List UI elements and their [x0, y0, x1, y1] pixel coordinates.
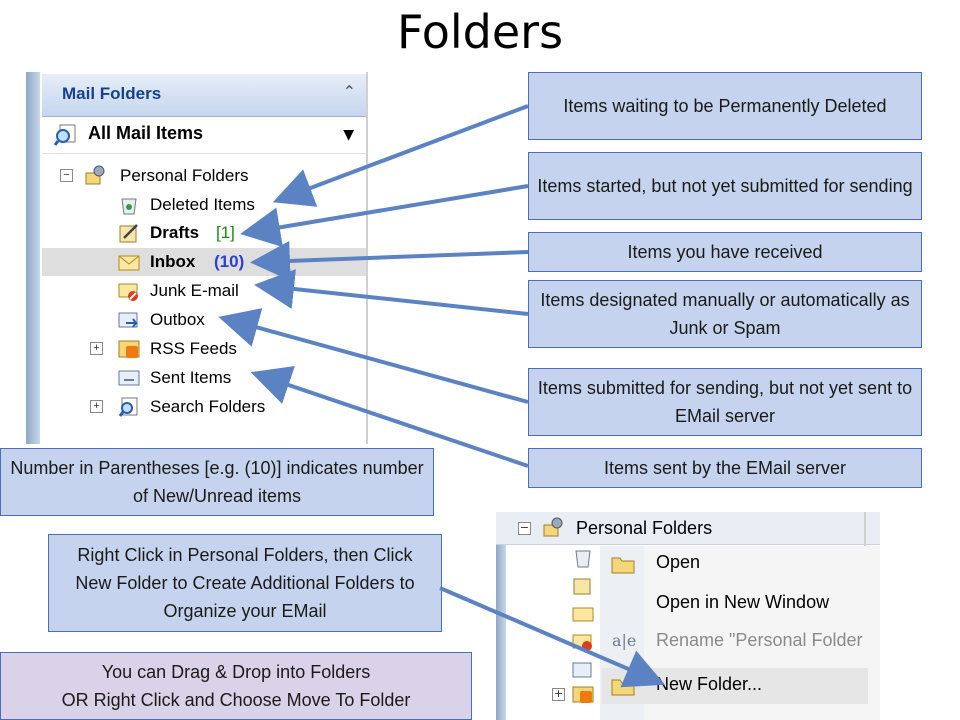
sent-items-label: Sent Items	[150, 368, 232, 387]
collapse-icon[interactable]: ⌃	[342, 82, 356, 101]
ctx-inbox-icon	[572, 607, 594, 622]
folder-outbox[interactable]: Outbox	[118, 306, 358, 334]
all-mail-items-label: All Mail Items	[88, 123, 204, 143]
outbox-icon	[118, 312, 138, 328]
rename-icon: a|e	[612, 631, 636, 650]
junk-email-label: Junk E-mail	[150, 281, 239, 300]
ctx-outbox-icon	[572, 662, 592, 678]
rss-feed-icon	[118, 340, 140, 358]
slide-title: Folders	[396, 5, 564, 59]
inbox-envelope-icon	[118, 255, 140, 271]
mail-folders-header: Mail Folders ⌃	[42, 74, 366, 117]
folder-rss-feeds[interactable]: + RSS Feeds	[90, 335, 360, 363]
junk-email-icon	[118, 283, 138, 301]
pane-border	[26, 72, 40, 444]
expand-search-icon[interactable]: +	[90, 400, 103, 413]
drafts-count: [1]	[216, 223, 235, 242]
callout-unread-count-note: Number in Parentheses [e.g. (10)] indica…	[0, 448, 434, 516]
menu-item-open[interactable]: Open	[656, 552, 701, 572]
search-folders-label: Search Folders	[150, 397, 266, 416]
ctx-drafts-icon	[573, 578, 591, 595]
callout-deleted-items: Items waiting to be Permanently Deleted	[528, 72, 922, 140]
collapse-tree-icon[interactable]: −	[60, 169, 73, 182]
search-folder-icon	[54, 124, 76, 146]
menu-item-open-in-new-window[interactable]: Open in New Window	[656, 592, 830, 612]
mail-folders-label: Mail Folders	[62, 84, 162, 103]
all-mail-items-selector[interactable]: All Mail Items ▼	[42, 117, 366, 154]
expand-rss-icon[interactable]: +	[90, 342, 103, 355]
ctx-personal-folders-label: Personal Folders	[576, 518, 713, 538]
callout-drag-drop: You can Drag & Drop into Folders OR Righ…	[0, 652, 472, 720]
drafts-label: Drafts	[150, 223, 200, 242]
trash-icon	[121, 198, 137, 215]
inbox-unread-count: (10)	[214, 252, 245, 271]
callout-junk: Items designated manually or automatical…	[528, 280, 922, 348]
ctx-personal-folders-row[interactable]: − Personal Folders	[496, 512, 880, 545]
menu-item-new-folder[interactable]: New Folder...	[656, 674, 763, 694]
rss-feeds-label: RSS Feeds	[150, 339, 237, 358]
folder-deleted-items[interactable]: Deleted Items	[118, 191, 358, 219]
new-folder-icon	[611, 679, 635, 696]
callout-sent-items: Items sent by the EMail server	[528, 448, 922, 488]
tree-personal-folders[interactable]: − Personal Folders	[60, 162, 360, 190]
deleted-items-label: Deleted Items	[150, 195, 255, 214]
drag-drop-line-2: OR Right Click and Choose Move To Folder	[61, 690, 411, 710]
outbox-label: Outbox	[150, 310, 205, 329]
pane-divider	[366, 72, 368, 444]
sent-items-icon	[118, 370, 140, 386]
inbox-label: Inbox	[150, 252, 196, 271]
context-menu-screenshot: − Personal Folders + Open Open in New Wi…	[496, 512, 880, 720]
folder-search-folders[interactable]: + Search Folders	[90, 393, 360, 421]
folder-drafts[interactable]: Drafts [1]	[118, 219, 358, 247]
ctx-trash-icon	[575, 550, 591, 568]
callout-new-folder: Right Click in Personal Folders, then Cl…	[48, 534, 442, 632]
folder-inbox[interactable]: Inbox (10)	[118, 248, 358, 276]
search-folders-icon	[118, 397, 138, 417]
personal-folders-icon	[85, 165, 105, 185]
folder-sent-items[interactable]: Sent Items	[118, 364, 358, 392]
ctx-junk-icon	[572, 634, 592, 651]
drag-drop-line-1: You can Drag & Drop into Folders	[101, 662, 371, 682]
callout-drafts: Items started, but not yet submitted for…	[528, 152, 922, 220]
dropdown-icon[interactable]: ▼	[343, 127, 354, 143]
ctx-collapse-icon[interactable]: −	[518, 521, 531, 535]
personal-folders-label: Personal Folders	[120, 166, 249, 185]
callout-outbox: Items submitted for sending, but not yet…	[528, 368, 922, 436]
drafts-icon	[119, 224, 138, 243]
menu-item-rename[interactable]: Rename "Personal Folder	[656, 630, 863, 650]
ctx-expand-icon[interactable]: +	[552, 687, 565, 701]
svg-text:a|e: a|e	[612, 631, 636, 650]
ctx-personal-folders-icon	[543, 517, 563, 537]
open-folder-icon	[611, 557, 635, 574]
callout-inbox: Items you have received	[528, 232, 922, 272]
ctx-rss-icon	[572, 686, 594, 703]
folder-junk-email[interactable]: Junk E-mail	[118, 277, 358, 305]
